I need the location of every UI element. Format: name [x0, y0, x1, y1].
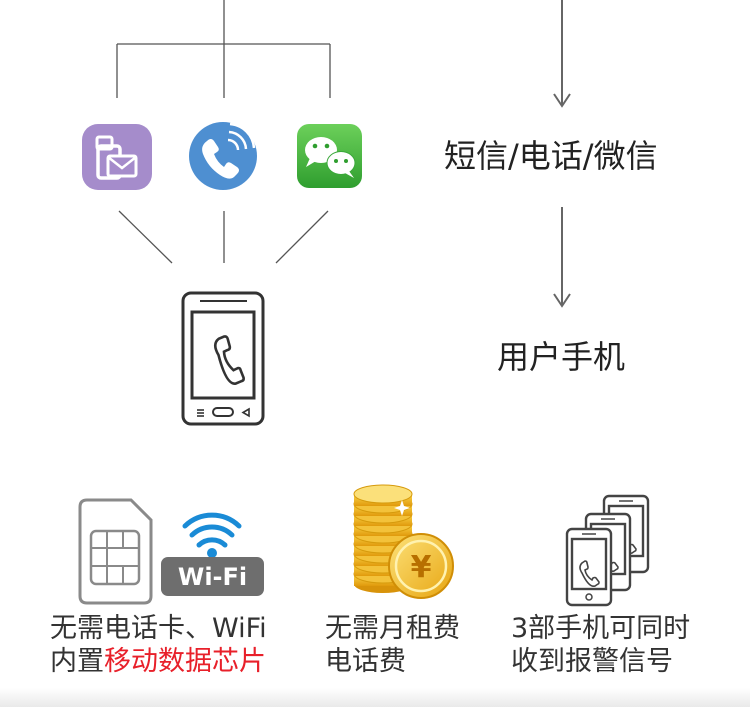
feature-multi-phone-caption: 3部手机可同时 收到报警信号	[511, 612, 690, 678]
feature-no-fee-line2: 电话费	[325, 646, 406, 677]
feature-multi-phone-line2: 收到报警信号	[511, 646, 673, 677]
wechat-icon	[297, 124, 362, 188]
sim-card-icon	[78, 498, 153, 605]
flow-step-user-phone: 用户手机	[497, 338, 626, 376]
tree-connector	[116, 0, 331, 98]
feature-no-sim-highlight: 移动数据芯片	[104, 646, 266, 677]
feature-no-fee-caption: 无需月租费 电话费	[325, 612, 460, 678]
wifi-icon: Wi-Fi	[161, 512, 264, 596]
feature-no-sim-line2-prefix: 内置	[50, 646, 104, 677]
feature-multi-phone-line1: 3部手机可同时	[511, 613, 691, 644]
flow-arrow-top	[553, 0, 571, 108]
coin-symbol: ¥	[411, 550, 432, 585]
coin	[353, 484, 413, 504]
wifi-badge-label: Wi-Fi	[178, 563, 247, 591]
feature-no-sim-line2: 内置移动数据芯片	[50, 645, 267, 678]
flow-arrow-middle	[553, 207, 571, 308]
gold-coins-icon: ¥	[353, 484, 454, 599]
bottom-divider	[0, 688, 750, 707]
mobile-phone-icon	[181, 291, 265, 426]
feature-no-sim-line1: 无需电话卡、WiFi	[50, 613, 267, 644]
phone-call-icon	[189, 122, 257, 190]
flow-step-channels: 短信/电话/微信	[444, 137, 658, 175]
converging-lines	[118, 210, 329, 264]
sms-icon	[82, 124, 152, 190]
feature-no-sim-caption: 无需电话卡、WiFi 内置移动数据芯片	[50, 612, 267, 678]
feature-no-fee-line1: 无需月租费	[325, 613, 460, 644]
multiple-phones-icon	[565, 494, 650, 607]
